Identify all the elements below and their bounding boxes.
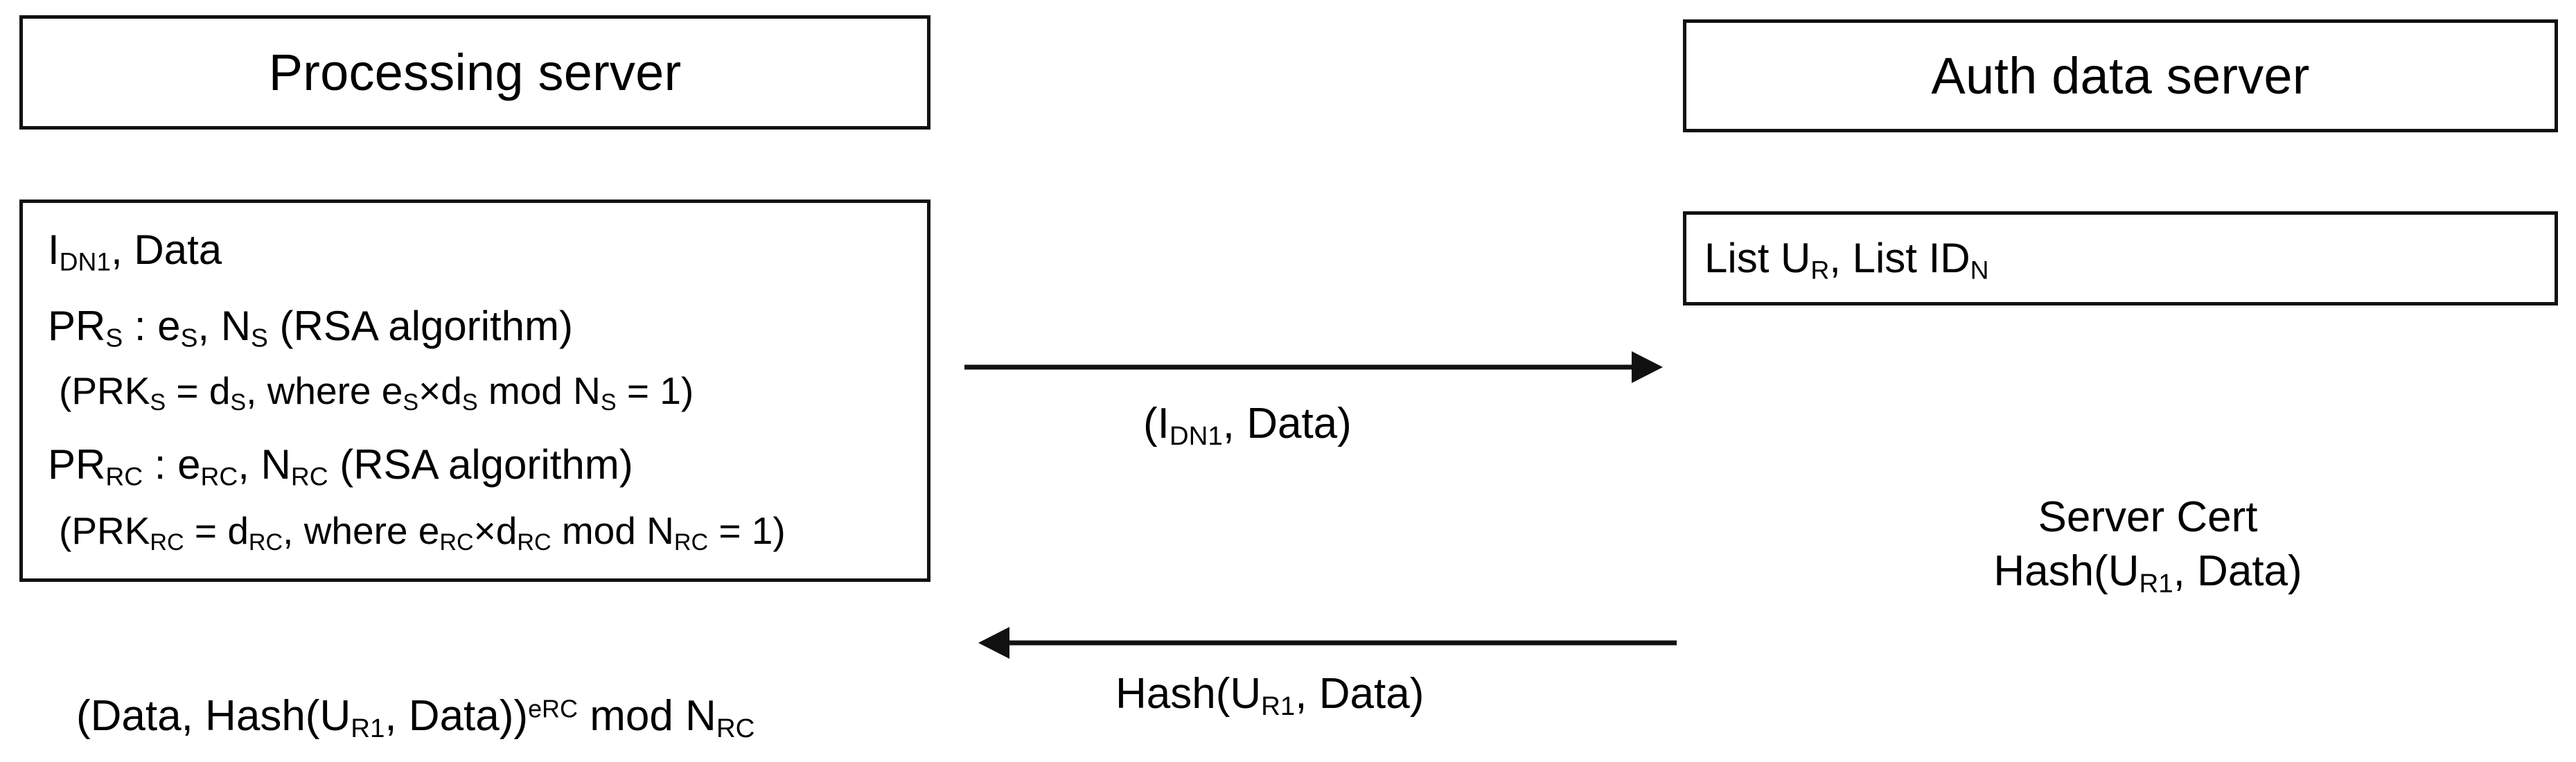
processing-server-result-note: (Data, Hash(UR1, Data))eRC mod NRC <box>76 692 755 743</box>
subscript-r1: R1 <box>2139 568 2173 599</box>
subscript-rc: RC <box>105 461 143 491</box>
processing-server-title: Processing server <box>268 43 682 101</box>
superscript-erc: eRC <box>528 694 578 723</box>
detail-line-identity: IDN1, Data <box>48 227 222 276</box>
subscript-r: R <box>1810 255 1830 285</box>
subscript-rc: RC <box>290 461 328 491</box>
auth-data-server-node: Auth data server <box>1683 19 2558 132</box>
server-cert-label: Server Cert <box>2038 493 2258 541</box>
detail-line-public-key-server: PRS : eS, NS (RSA algorithm) <box>48 303 573 353</box>
multiplication-symbol: ×d <box>473 509 518 552</box>
subscript-s: S <box>251 323 268 353</box>
auth-data-server-title: Auth data server <box>1931 46 2310 105</box>
subscript-s: S <box>600 389 617 416</box>
auth-data-server-detail-box: List UR, List IDN <box>1683 211 2558 305</box>
processing-server-node: Processing server <box>19 15 930 130</box>
subscript-dn1: DN1 <box>1169 420 1223 451</box>
subscript-s: S <box>230 389 247 416</box>
subscript-s: S <box>105 323 123 353</box>
subscript-r1: R1 <box>351 713 385 743</box>
multiplication-symbol: ×d <box>418 369 462 412</box>
subscript-rc: RC <box>150 529 184 556</box>
detail-line-private-key-server: (PRKS = dS, where eS×dS mod NS = 1) <box>59 369 694 416</box>
subscript-dn1: DN1 <box>59 247 112 276</box>
subscript-r1: R1 <box>1261 691 1296 721</box>
hash-expression: Hash(UR1, Data) <box>1993 547 2302 599</box>
request-arrow-label: (IDN1, Data) <box>1143 400 1352 451</box>
request-arrow <box>964 346 1664 388</box>
response-arrow <box>977 622 1677 664</box>
detail-line-lists: List UR, List IDN <box>1704 235 1989 285</box>
detail-line-private-key-rc: (PRKRC = dRC, where eRC×dRC mod NRC = 1) <box>59 509 786 556</box>
subscript-s: S <box>150 389 166 416</box>
auth-server-response-note: Server Cert Hash(UR1, Data) <box>1905 490 2390 598</box>
subscript-rc: RC <box>517 529 552 556</box>
subscript-n: N <box>1970 255 1989 285</box>
subscript-rc: RC <box>200 461 238 491</box>
subscript-s: S <box>461 389 478 416</box>
subscript-rc: RC <box>439 529 474 556</box>
processing-server-detail-list: IDN1, Data PRS : eS, NS (RSA algorithm) … <box>38 221 912 572</box>
subscript-s: S <box>403 389 419 416</box>
processing-server-detail-box: IDN1, Data PRS : eS, NS (RSA algorithm) … <box>19 200 930 582</box>
subscript-s: S <box>180 323 198 353</box>
subscript-rc: RC <box>248 529 283 556</box>
subscript-rc: RC <box>673 529 709 556</box>
detail-line-public-key-rc: PRRC : eRC, NRC (RSA algorithm) <box>48 441 633 491</box>
subscript-rc: RC <box>716 713 755 743</box>
response-arrow-label: Hash(UR1, Data) <box>1115 670 1424 721</box>
